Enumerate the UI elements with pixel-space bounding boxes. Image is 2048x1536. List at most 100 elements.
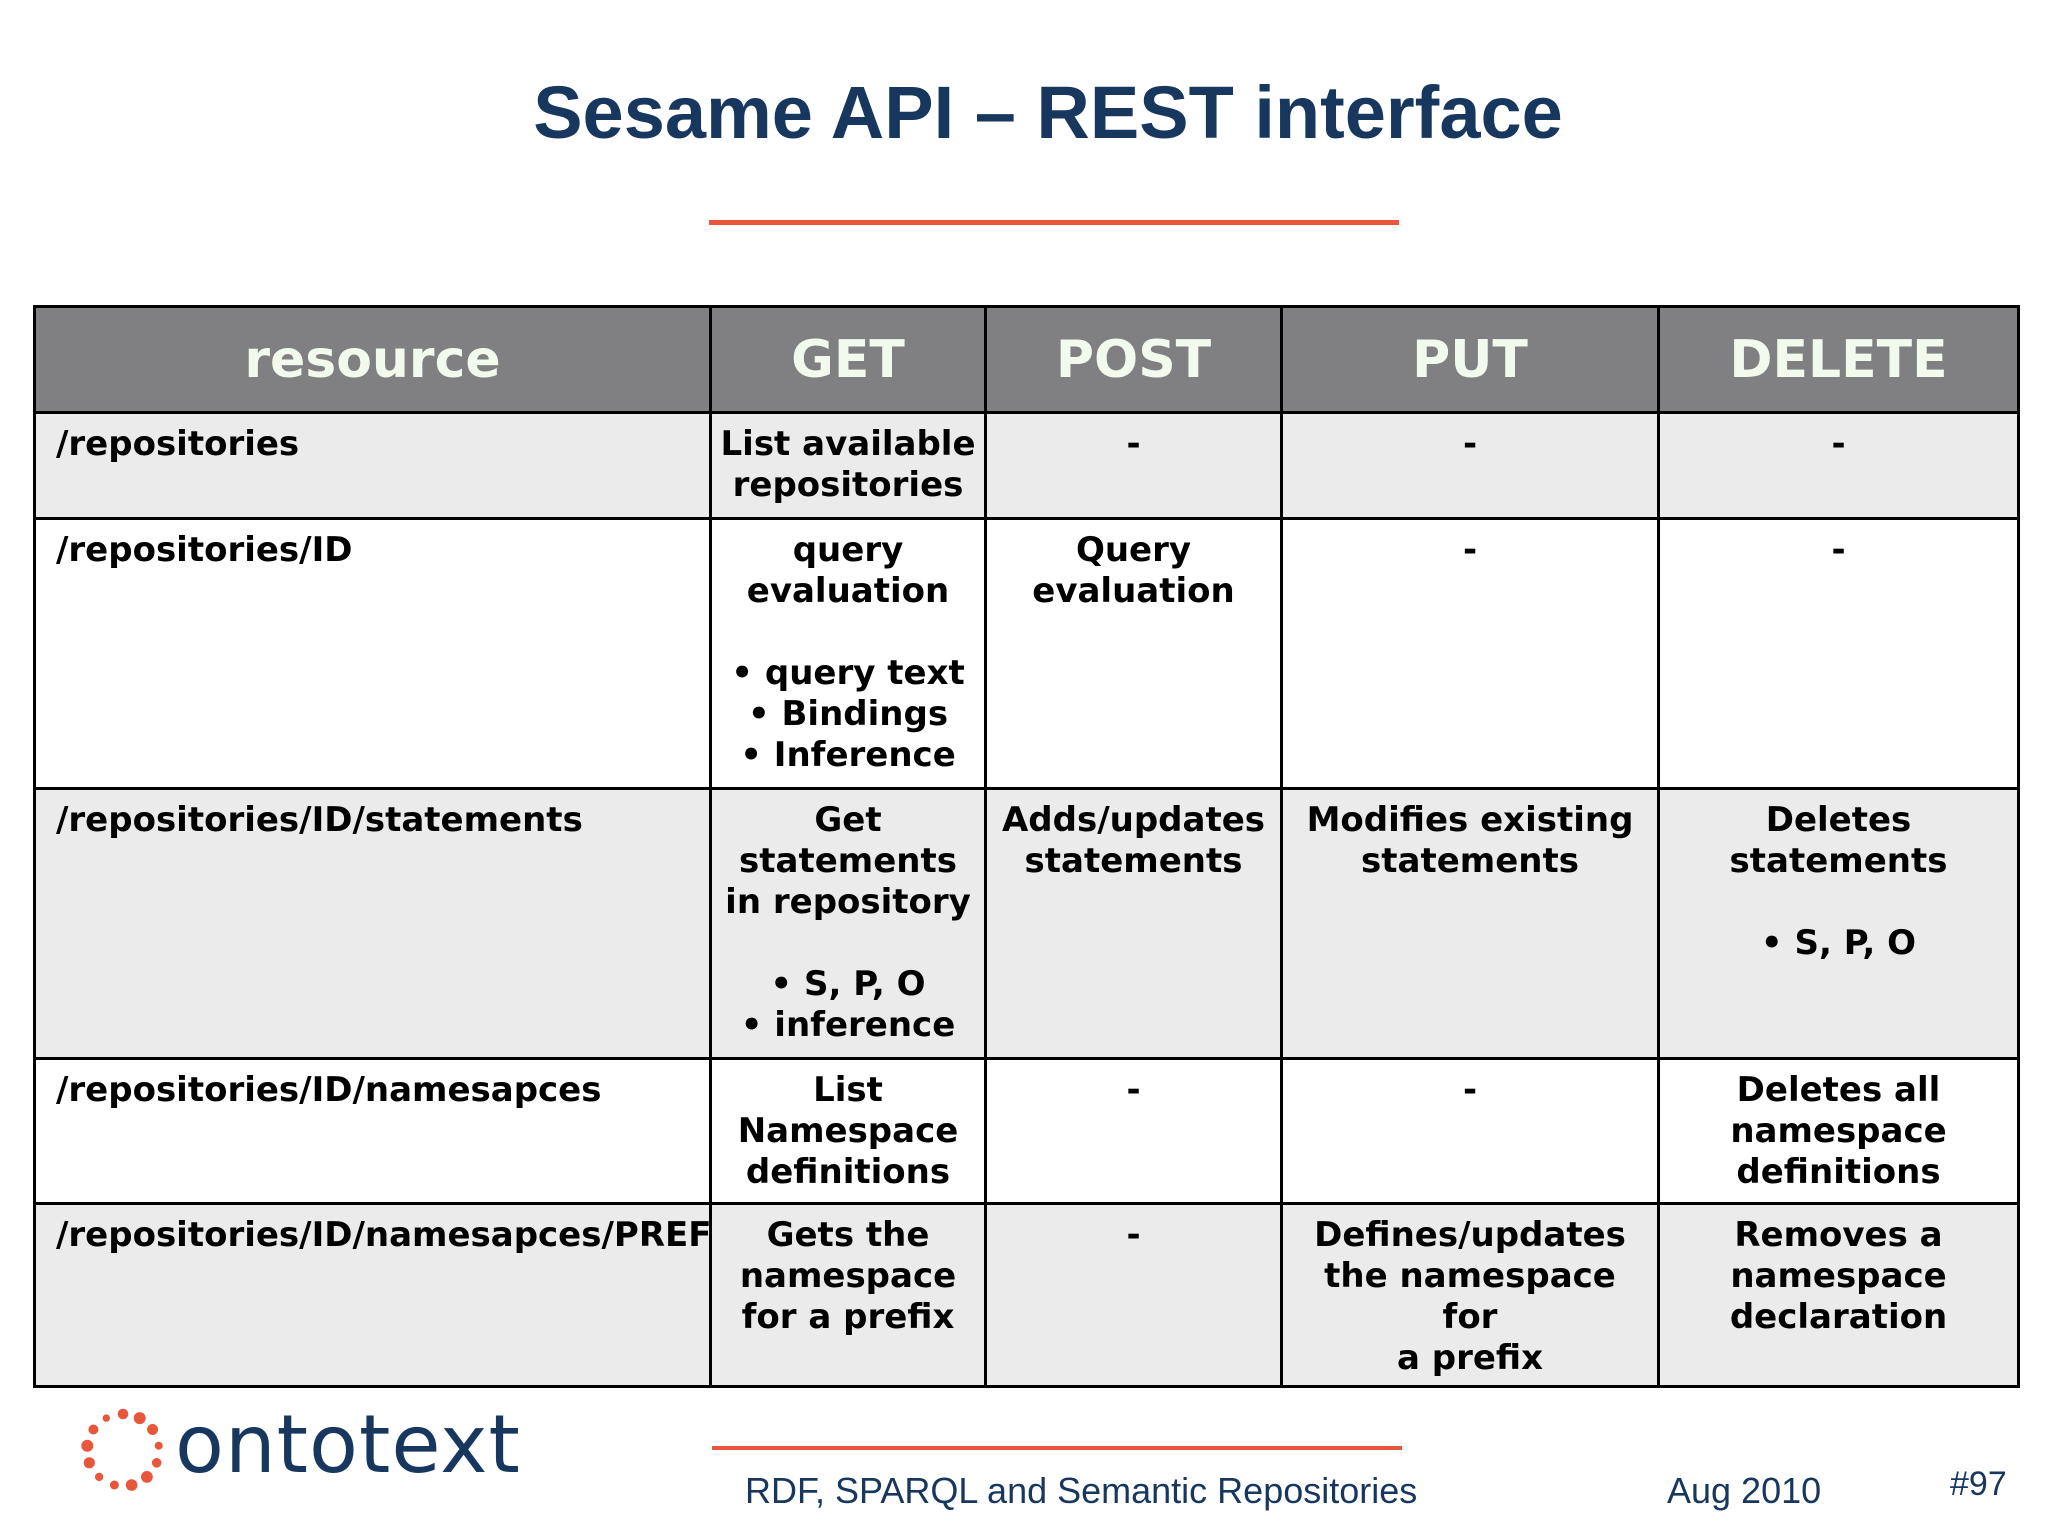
cell-line: - xyxy=(1831,530,1846,570)
cell-line: List available xyxy=(720,424,976,464)
logo-dot xyxy=(151,1458,162,1468)
cell-line: • Inference xyxy=(740,735,956,775)
cell-line: namespace xyxy=(1730,1256,1947,1296)
cell-line: - xyxy=(1462,530,1478,570)
logo-dot xyxy=(109,1480,119,1490)
cell-line: • S, P, O xyxy=(770,964,926,1004)
put-cell: - xyxy=(1280,517,1660,790)
logo-dot xyxy=(133,1412,146,1425)
cell-line: - xyxy=(1126,424,1141,464)
logo-text: ontotext xyxy=(175,1398,521,1491)
logo-dot xyxy=(141,1471,153,1483)
post-cell: - xyxy=(984,411,1283,520)
cell-line: statements xyxy=(1729,841,1948,881)
resource-cell: /repositories/ID/namesapces/PREF xyxy=(33,1202,712,1388)
cell-spacer xyxy=(1668,882,2009,923)
logo-dot xyxy=(88,1424,99,1435)
cell-line: Deletes all xyxy=(1736,1070,1941,1110)
logo-dot xyxy=(102,1414,110,1422)
cell-line: - xyxy=(1462,1070,1478,1110)
put-cell: - xyxy=(1280,411,1660,520)
cell-line: for a prefix xyxy=(741,1297,955,1337)
cell-line: • S, P, O xyxy=(1760,923,1917,963)
cell-line: Query xyxy=(1075,530,1192,570)
delete-cell: - xyxy=(1657,517,2020,790)
cell-line: - xyxy=(1831,424,1846,464)
footer-date: Aug 2010 xyxy=(1667,1470,1822,1511)
resource-cell: /repositories/ID/namesapces xyxy=(33,1057,712,1205)
cell-line: - xyxy=(1126,1215,1141,1255)
logo-dot xyxy=(117,1408,129,1420)
cell-line: Namespace xyxy=(737,1111,959,1151)
logo-dot xyxy=(83,1457,95,1469)
logo-dot xyxy=(94,1472,104,1482)
cell-spacer xyxy=(720,612,976,653)
logo-dot xyxy=(81,1439,94,1452)
cell-line: namespace xyxy=(739,1256,957,1296)
cell-line: query xyxy=(792,530,904,570)
cell-line: • Bindings xyxy=(747,694,949,734)
ontotext-logo-icon xyxy=(81,1408,163,1491)
cell-line: - xyxy=(1126,1070,1141,1110)
resource-cell: /repositories/ID xyxy=(33,517,712,790)
cell-line: definitions xyxy=(1736,1152,1941,1192)
cell-line: statements xyxy=(1361,841,1579,881)
header-resource: resource xyxy=(33,305,712,414)
resource-cell: /repositories/ID/statements xyxy=(33,787,712,1060)
header-post: POST xyxy=(984,305,1283,414)
slide-title: Sesame API – REST interface xyxy=(533,71,1563,154)
cell-line: namespace xyxy=(1730,1111,1947,1151)
cell-line: statements xyxy=(739,841,957,881)
post-cell: - xyxy=(984,1202,1283,1388)
post-cell: - xyxy=(984,1057,1283,1205)
cell-line: Removes a xyxy=(1734,1215,1943,1255)
cell-line: List xyxy=(813,1070,883,1110)
cell-line: in repository xyxy=(725,882,971,922)
cell-line: • inference xyxy=(740,1005,956,1045)
cell-line: Gets the xyxy=(766,1215,930,1255)
header-put: PUT xyxy=(1280,305,1660,414)
logo-dots xyxy=(81,1408,163,1491)
resource-cell: /repositories xyxy=(33,411,712,520)
logo-dot xyxy=(154,1441,163,1450)
table-header-row: resource GET POST PUT DELETE xyxy=(33,305,2020,414)
logo-dot xyxy=(147,1424,159,1435)
cell-line: evaluation xyxy=(746,571,950,611)
header-delete: DELETE xyxy=(1657,305,2020,414)
cell-line: declaration xyxy=(1729,1297,1948,1337)
cell-line: the namespace for xyxy=(1324,1256,1616,1337)
logo-dot xyxy=(125,1479,138,1491)
cell-line: Adds/updates xyxy=(1001,800,1266,840)
cell-line: definitions xyxy=(745,1152,951,1192)
header-get: GET xyxy=(709,305,987,414)
put-cell: - xyxy=(1280,1057,1660,1205)
cell-line: Defines/updates xyxy=(1314,1215,1626,1255)
cell-line: Deletes xyxy=(1765,800,1912,840)
cell-line: - xyxy=(1462,424,1478,464)
cell-line: Get xyxy=(814,800,882,840)
slide-number: #97 xyxy=(1950,1465,2007,1503)
cell-line: repositories xyxy=(732,465,964,505)
cell-spacer xyxy=(720,923,976,964)
cell-line: evaluation xyxy=(1032,571,1235,611)
rest-interface-table: resource GET POST PUT DELETE /repositori… xyxy=(33,305,2020,1388)
delete-cell: - xyxy=(1657,411,2020,520)
cell-line: • query text xyxy=(731,653,965,693)
cell-line: a prefix xyxy=(1396,1338,1544,1378)
